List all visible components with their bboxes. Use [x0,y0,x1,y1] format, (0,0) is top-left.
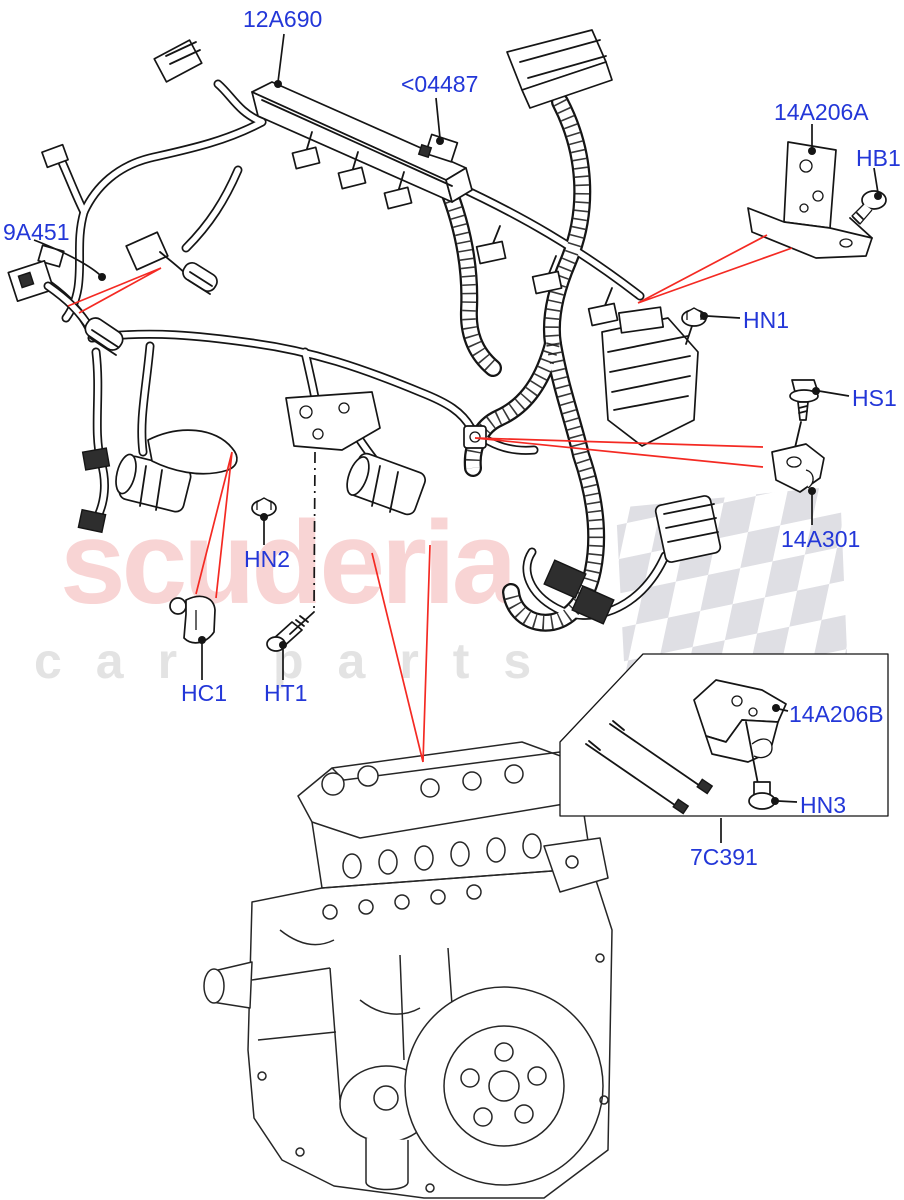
part-label-12a690: 12A690 [243,6,323,32]
part-label-hc1: HC1 [181,680,228,706]
harness-topleft-connector [153,39,203,83]
sensor-9a451-drawing [7,260,124,356]
harness-coil-right [346,452,427,516]
part-label-7c391: 7C391 [690,844,758,870]
cable-ties [585,720,714,815]
harness-rail [251,81,473,203]
part-label-hs1: HS1 [852,385,897,411]
part-label-14a206b: 14A206B [789,701,884,727]
part-label-hb1: HB1 [856,145,901,171]
harness-lower-connectors [37,143,615,625]
watermark-brand-text: scuderia [60,497,517,629]
part-label-9a451: 9A451 [3,219,70,245]
bolt-hb1-drawing [851,190,887,225]
bracket-14a301-drawing [771,443,825,493]
part-label-14a206a: 14A206A [774,99,869,125]
part-label-hn2: HN2 [244,546,291,572]
part-label-04487: <04487 [401,71,479,97]
sensor-ht1-drawing [266,615,309,652]
harness-junction-module [601,306,699,447]
part-label-hn3: HN3 [800,792,847,818]
harness-clip [463,425,487,449]
harness-o2-sensor [125,231,218,295]
kit-box [559,653,889,817]
clamp-hc1-drawing [169,595,216,644]
harness-mount-plate [285,391,381,451]
part-label-14a301: 14A301 [781,526,861,552]
part-label-ht1: HT1 [264,680,308,706]
red-leader-lines [67,234,793,763]
part-label-hn1: HN1 [743,307,790,333]
black-leader-lines [33,33,882,843]
harness-side-module [654,495,722,563]
harness-connectors [291,131,619,327]
engine-drawing [203,741,613,1199]
nut-hn2-drawing [251,497,277,517]
bracket-14a206b-drawing [693,679,787,785]
bracket-14a206a-drawing [747,141,873,259]
harness-top-module [506,29,613,109]
bolt-hs1-drawing [789,379,819,453]
harness-strap [147,429,238,475]
wiring-harness-drawing [37,29,722,625]
